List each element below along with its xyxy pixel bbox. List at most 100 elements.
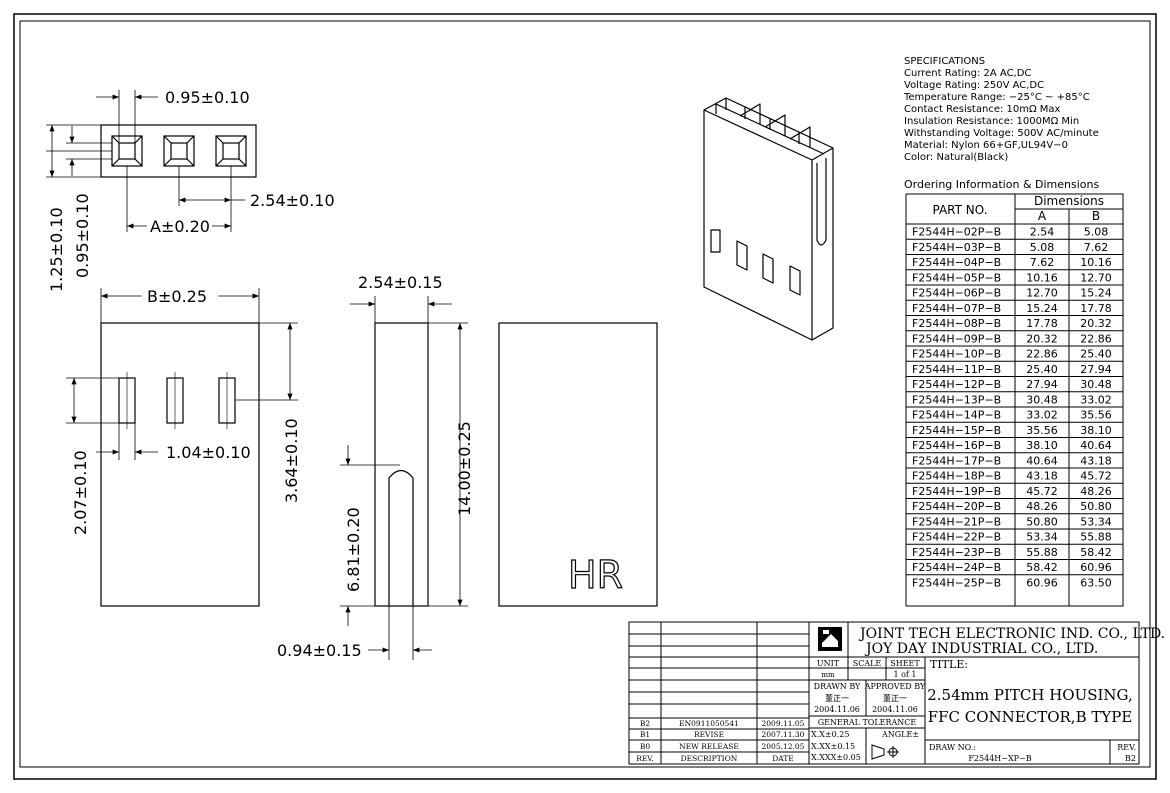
scale-label: SCALE (853, 659, 882, 668)
pin-hole (111, 135, 143, 167)
dim-a-value: 12.70 (1026, 287, 1058, 300)
title-line-2: FFC CONNECTOR,B TYPE (928, 708, 1133, 726)
part-number: F2544H−16P−B (912, 439, 1001, 452)
part-number: F2544H−20P−B (912, 500, 1001, 513)
draw-no-label: DRAW NO.: (929, 743, 976, 752)
dim-b-value: 7.62 (1084, 241, 1109, 254)
part-number: F2544H−15P−B (912, 424, 1001, 437)
rev-row-rev: B1 (640, 730, 650, 739)
general-tolerance: GENERAL TOLERANCE (818, 718, 917, 727)
part-number: F2544H−02P−B (912, 226, 1001, 239)
part-number: F2544H−17P−B (912, 454, 1001, 467)
logo-hr: HR (568, 553, 623, 597)
rev-value: B2 (1125, 754, 1136, 763)
specifications: SPECIFICATIONS Current Rating: 2A AC,DC … (903, 56, 1099, 163)
approved-by-label: APPROVED BY (864, 682, 926, 691)
inner-frame (19, 20, 1151, 768)
part-number: F2544H−13P−B (912, 393, 1001, 406)
dim-b-value: 48.26 (1080, 485, 1112, 498)
tolerance-2: X.XX±0.15 (811, 742, 855, 751)
dim-slit-depth: 6.81±0.20 (344, 507, 363, 592)
dim-a-value: 60.96 (1026, 576, 1058, 589)
title-label: TITLE: (930, 658, 968, 671)
dim-a-value: 10.16 (1026, 271, 1058, 284)
sheet-value: 1 of 1 (893, 670, 916, 679)
dim-a-value: 50.80 (1026, 515, 1058, 528)
title-line-1: 2.54mm PITCH HOUSING, (927, 686, 1133, 704)
spec-line: Color: Natural(Black) (904, 152, 1008, 163)
company-name-1: JOINT TECH ELECTRONIC IND. CO., LTD. (858, 626, 1165, 642)
dim-a: A±0.20 (150, 217, 210, 236)
part-number: F2544H−23P−B (912, 546, 1001, 559)
spec-line: Contact Resistance: 10mΩ Max (904, 104, 1061, 115)
dim-a-value: 2.54 (1030, 226, 1055, 239)
dim-b-value: 45.72 (1080, 470, 1112, 483)
dim-b-value: 15.24 (1080, 287, 1112, 300)
part-number: F2544H−08P−B (912, 317, 1001, 330)
approved-by: 董正一 (883, 693, 907, 703)
dim-a-value: 15.24 (1026, 302, 1058, 315)
dim-a-value: 30.48 (1026, 393, 1058, 406)
header-dimensions: Dimensions (1034, 194, 1104, 208)
dim-side-width: 2.54±0.15 (358, 273, 443, 292)
spec-line: Voltage Rating: 250V AC,DC (904, 80, 1044, 91)
part-number: F2544H−09P−B (912, 332, 1001, 345)
rev-row-rev: B2 (640, 719, 651, 728)
dim-height-125: 1.25±0.10 (47, 207, 66, 292)
spec-line: Insulation Resistance: 1000MΩ Min (904, 116, 1079, 127)
dim-a-value: 25.40 (1026, 363, 1058, 376)
outer-frame (13, 13, 1157, 780)
dim-hole-width: 0.95±0.10 (165, 88, 250, 107)
dim-b-value: 30.48 (1080, 378, 1112, 391)
part-number: F2544H−05P−B (912, 271, 1001, 284)
part-number: F2544H−03P−B (912, 241, 1001, 254)
dim-a-value: 55.88 (1026, 546, 1058, 559)
dim-slot-height: 2.07±0.10 (71, 450, 90, 535)
dim-b-value: 58.42 (1080, 546, 1112, 559)
dim-a-value: 7.62 (1030, 256, 1055, 269)
sheet-label: SHEET (890, 659, 920, 668)
ordering-title: Ordering Information & Dimensions (904, 178, 1099, 191)
dim-b-value: 35.56 (1080, 409, 1112, 422)
rev-row-description: EN0911050541 (679, 719, 739, 728)
unit-value: mm (821, 671, 835, 679)
part-number: F2544H−04P−B (912, 256, 1001, 269)
rev-row-description: NEW RELEASE (679, 742, 739, 751)
rev-row-rev: B0 (640, 742, 651, 751)
dim-b-value: 17.78 (1080, 302, 1112, 315)
projection-symbol-icon (871, 744, 899, 760)
approved-date: 2004.11.06 (872, 705, 918, 714)
dim-a-value: 27.94 (1026, 378, 1058, 391)
dim-b-value: 43.18 (1080, 454, 1112, 467)
spec-line: Material: Nylon 66+GF,UL94V−0 (904, 140, 1068, 151)
title-block (628, 621, 1140, 765)
dim-a-value: 17.78 (1026, 317, 1058, 330)
dim-slit-width: 0.94±0.15 (277, 641, 362, 660)
drawn-date: 2004.11.06 (814, 705, 860, 714)
part-number: F2544H−25P−B (912, 576, 1001, 589)
rev-row-description: REVISE (694, 730, 724, 739)
dim-height-095: 0.95±0.10 (73, 193, 92, 278)
dim-b-value: 10.16 (1080, 256, 1112, 269)
company-name-2: JOY DAY INDUSTRIAL CO., LTD. (864, 641, 1098, 657)
tolerance-1: X.X±0.25 (811, 730, 849, 739)
top-view (46, 90, 257, 232)
dim-a-value: 22.86 (1026, 348, 1058, 361)
dim-length: 14.00±0.25 (455, 421, 474, 516)
tolerance-3: X.XXX±0.05 (811, 753, 861, 762)
part-number: F2544H−14P−B (912, 409, 1001, 422)
dim-b-value: 12.70 (1080, 271, 1112, 284)
rev-row-date: 2007.11.30 (762, 730, 805, 739)
drawn-by-label: DRAWN BY (814, 682, 861, 691)
dim-a-value: 45.72 (1026, 485, 1058, 498)
dim-a-value: 38.10 (1026, 439, 1058, 452)
dim-a-value: 48.26 (1026, 500, 1058, 513)
part-number: F2544H−07P−B (912, 302, 1001, 315)
dim-a-value: 33.02 (1026, 409, 1058, 422)
rev-label: REV. (1117, 743, 1136, 752)
header-b: B (1092, 209, 1100, 223)
dim-a-value: 5.08 (1030, 241, 1055, 254)
side-view (340, 296, 468, 660)
dim-b-value: 50.80 (1080, 500, 1112, 513)
